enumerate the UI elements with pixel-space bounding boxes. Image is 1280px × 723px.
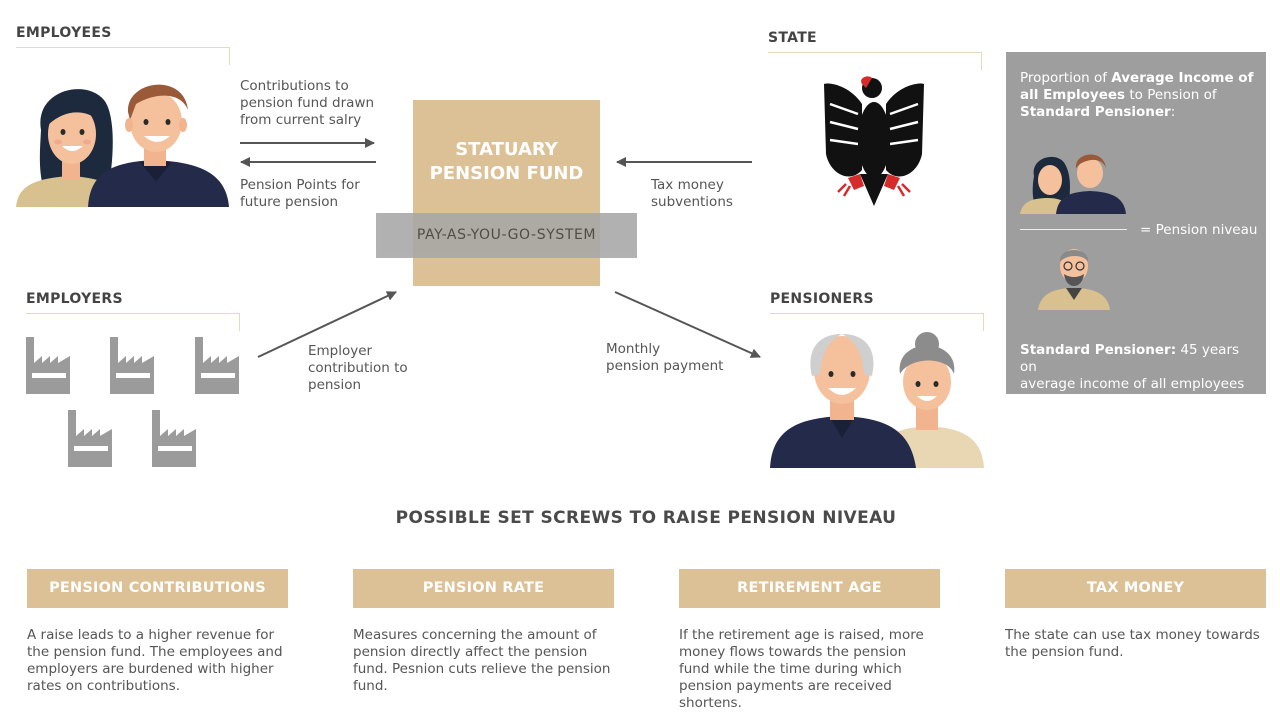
arrow-from-employers [257, 291, 397, 358]
info-box-intro: Proportion of Average Income of all Empl… [1020, 70, 1254, 120]
tax-money-label: Tax money subventions [651, 177, 733, 210]
pension-points-label: Pension Points for future pension [240, 177, 360, 210]
factory-icon [110, 337, 154, 394]
tab-retirement-age: RETIREMENT AGE [679, 569, 940, 608]
pensioner-mini-icon [1038, 249, 1110, 310]
pensioners-underline [770, 313, 984, 331]
monthly-payment-label: Monthly pension payment [606, 341, 724, 374]
set-screws-title: POSSIBLE SET SCREWS TO RAISE PENSION NIV… [395, 508, 897, 528]
pension-niveau-info-box: Proportion of Average Income of all Empl… [1006, 52, 1266, 394]
contributions-label: Contributions to pension fund drawn from… [240, 78, 375, 128]
state-heading: STATE [768, 30, 817, 46]
tab-pension-rate: PENSION RATE [353, 569, 614, 608]
employers-heading: EMPLOYERS [26, 291, 123, 307]
employees-heading: EMPLOYEES [16, 25, 112, 41]
employers-underline [26, 313, 240, 331]
federal-eagle-icon [824, 76, 924, 206]
pensioners-heading: PENSIONERS [770, 291, 874, 307]
pay-as-you-go-bar: PAY-AS-YOU-GO-SYSTEM [376, 213, 637, 258]
retirement-age-desc: If the retirement age is raised, more mo… [679, 627, 924, 711]
arrow-to-pensioners [614, 291, 761, 358]
pension-rate-desc: Measures concerning the amount of pensio… [353, 627, 611, 694]
employees-illustration [16, 84, 229, 207]
factory-icon [152, 410, 196, 467]
employer-contribution-label: Employer contribution to pension [308, 343, 408, 393]
factory-icon [26, 337, 70, 394]
tax-money-desc: The state can use tax money towards the … [1005, 627, 1260, 660]
pension-niveau-label: = Pension niveau [1140, 222, 1258, 238]
employees-underline [16, 47, 230, 65]
fund-title-line2: PENSION FUND [429, 163, 584, 184]
employees-mini-icon [1020, 154, 1126, 214]
tab-pension-contributions: PENSION CONTRIBUTIONS [27, 569, 288, 608]
pension-contributions-desc: A raise leads to a higher revenue for th… [27, 627, 283, 694]
state-underline [768, 52, 982, 70]
tab-tax-money: TAX MONEY [1005, 569, 1266, 608]
pensioners-illustration [770, 332, 984, 468]
standard-pensioner-note: Standard Pensioner: 45 years on average … [1020, 342, 1245, 392]
factory-icon [195, 337, 239, 394]
fund-title-line1: STATUARY [455, 139, 558, 160]
factory-icon [68, 410, 112, 467]
fraction-line [1020, 229, 1127, 230]
